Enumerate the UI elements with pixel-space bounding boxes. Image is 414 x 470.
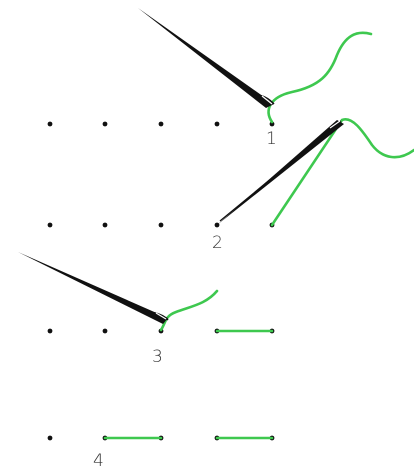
step-3: 3 <box>18 252 275 367</box>
step-1-label: 1 <box>266 129 277 149</box>
step-3-label: 3 <box>152 347 163 367</box>
stitch-hole-icon <box>102 328 108 334</box>
stitch-hole-icon <box>102 121 108 127</box>
stitch-hole-icon <box>47 435 53 441</box>
step-4-label: 4 <box>93 451 104 470</box>
step-4: 4 <box>47 435 275 470</box>
needle-icon <box>138 8 275 108</box>
needle-icon <box>18 252 169 324</box>
step-2-stitch-holes <box>47 222 275 228</box>
step-2: 2 <box>47 118 414 253</box>
needle-icon <box>217 120 344 225</box>
stitch-hole-icon <box>47 222 53 228</box>
step-1: 1 <box>47 8 373 149</box>
step-2-label: 2 <box>212 233 223 253</box>
stitch-hole-icon <box>47 328 53 334</box>
stitch-hole-icon <box>269 121 275 127</box>
stitch-hole-icon <box>158 121 164 127</box>
thread-icon <box>159 289 219 332</box>
stitch-hole-icon <box>47 121 53 127</box>
thread-icon <box>270 118 414 227</box>
stitch-hole-icon <box>158 222 164 228</box>
thread-icon <box>267 31 373 124</box>
stitch-hole-icon <box>214 121 220 127</box>
stitch-hole-icon <box>102 222 108 228</box>
step-1-stitch-holes <box>47 121 275 127</box>
